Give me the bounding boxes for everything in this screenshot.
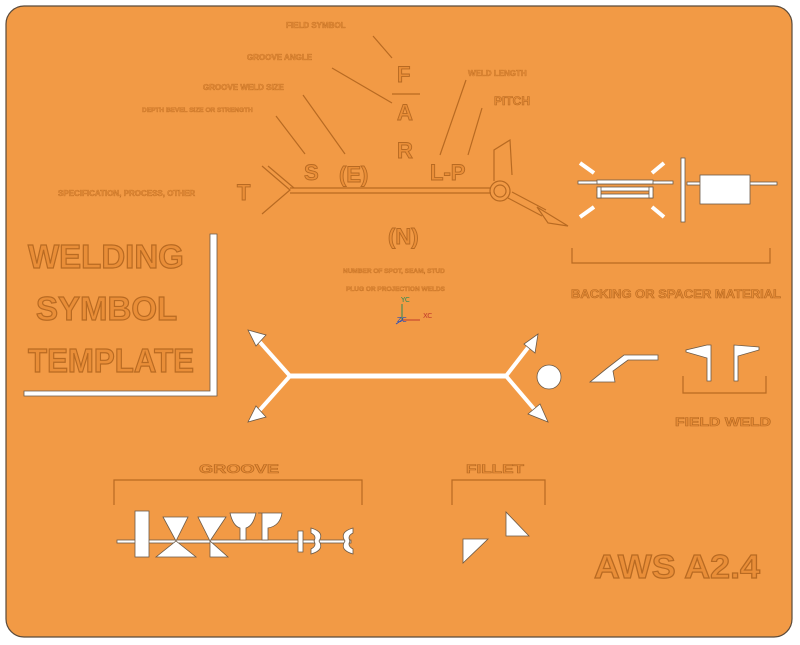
field-weld-bracket bbox=[682, 376, 767, 394]
label-number-of-welds-1: NUMBER OF SPOT, SEAM, STUD bbox=[343, 268, 445, 275]
symbol-number-n: (N) bbox=[388, 224, 419, 249]
backing-spacer-symbol bbox=[577, 157, 778, 223]
symbol-length-pitch: L-P bbox=[430, 160, 465, 185]
title-corner-slot bbox=[23, 233, 218, 397]
leader-groove-angle bbox=[331, 67, 393, 104]
label-depth-bevel: DEPTH BEVEL SIZE OR STRENGTH bbox=[142, 107, 253, 114]
axis-label-xc: XC bbox=[423, 312, 432, 320]
title-line-welding: WELDING bbox=[28, 238, 184, 275]
leader-pitch bbox=[467, 107, 483, 156]
label-backing-spacer: BACKING OR SPACER MATERIAL bbox=[571, 287, 781, 301]
label-fillet: FILLET bbox=[466, 462, 525, 476]
axis-label-zc: ZC bbox=[397, 316, 407, 324]
coordinate-triad: ZC XC YC bbox=[395, 296, 432, 325]
leader-depth-bevel bbox=[275, 115, 306, 155]
symbol-root-r: R bbox=[397, 138, 413, 163]
fillet-reference-symbol bbox=[588, 354, 659, 383]
title-line-template: TEMPLATE bbox=[28, 342, 194, 379]
leader-groove-weld-size bbox=[302, 94, 346, 155]
label-weld-length: WELD LENGTH bbox=[468, 69, 527, 78]
fillet-bracket bbox=[451, 479, 546, 505]
axis-label-yc: YC bbox=[400, 296, 410, 304]
field-weld-symbol bbox=[685, 344, 760, 382]
label-groove-weld-size: GROOVE WELD SIZE bbox=[203, 83, 285, 92]
standard-aws-a24: AWS A2.4 bbox=[594, 548, 761, 585]
symbol-effective-e: (E) bbox=[339, 162, 368, 187]
symbol-field-f: F bbox=[397, 62, 410, 87]
groove-symbols-row bbox=[116, 510, 354, 558]
symbol-size-s: S bbox=[304, 160, 319, 185]
symbol-angle-a: A bbox=[397, 100, 413, 125]
backing-bracket bbox=[571, 248, 771, 264]
label-groove-angle: GROOVE ANGLE bbox=[247, 53, 313, 62]
label-number-of-welds-2: PLUG OR PROJECTION WELDS bbox=[346, 286, 446, 293]
leader-weld-length bbox=[439, 79, 467, 156]
leader-field-symbol bbox=[372, 35, 393, 59]
groove-bracket bbox=[113, 479, 363, 505]
engraved-reference-line bbox=[261, 138, 569, 227]
cutout-reference-line bbox=[247, 329, 562, 423]
label-pitch: PITCH bbox=[494, 94, 530, 108]
fillet-symbols bbox=[462, 511, 530, 564]
label-groove: GROOVE bbox=[199, 462, 279, 476]
symbol-tail-t: T bbox=[237, 180, 251, 205]
label-field-weld: FIELD WELD bbox=[675, 415, 771, 429]
label-field-symbol: FIELD SYMBOL bbox=[286, 21, 346, 30]
title-line-symbol: SYMBOL bbox=[36, 290, 177, 327]
label-spec-process: SPECIFICATION, PROCESS, OTHER bbox=[58, 189, 195, 198]
